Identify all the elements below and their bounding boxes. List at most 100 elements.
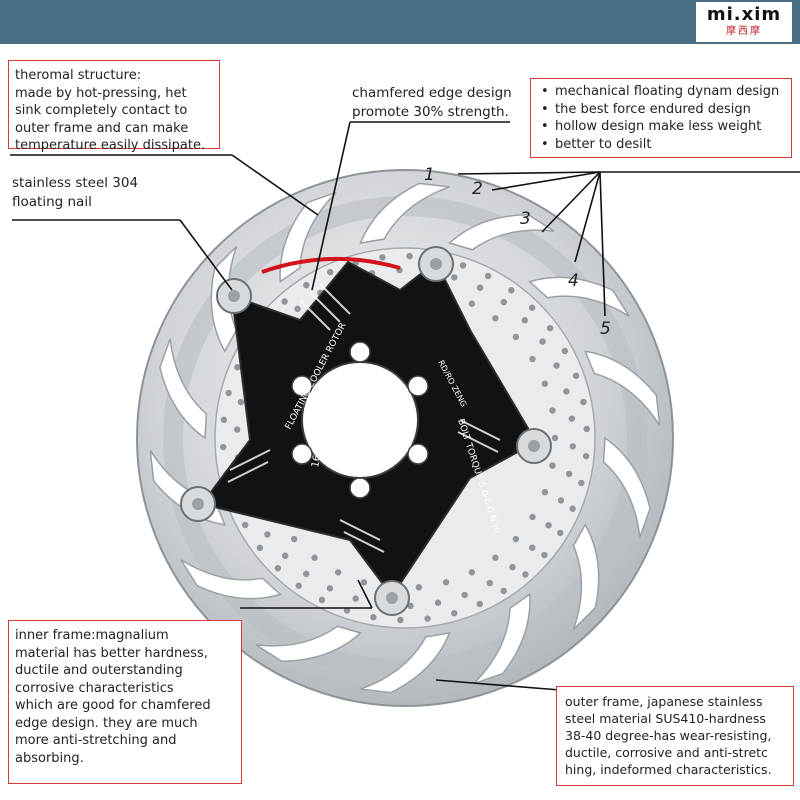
- floating-rivets: [180, 246, 552, 616]
- cooling-hole: [541, 380, 549, 388]
- cooling-hole: [512, 333, 520, 341]
- cooling-hole: [407, 602, 414, 610]
- number-label-1: 1: [424, 165, 435, 185]
- cooling-hole: [281, 552, 289, 559]
- cooling-hole: [545, 522, 552, 529]
- callout-line: promote 30% strength.: [352, 104, 509, 120]
- cooling-hole: [557, 497, 565, 504]
- chamfer-edge: [261, 256, 401, 274]
- callout-line: theromal structure:: [15, 68, 142, 83]
- cooling-hole: [500, 298, 508, 306]
- thermal-structure-callout: theromal structure: made by hot-pressing…: [8, 60, 220, 153]
- cooling-hole: [468, 569, 476, 576]
- cooling-hole: [522, 571, 529, 578]
- cooling-hole: [539, 338, 546, 345]
- callout-line: chamfered edge design: [352, 85, 512, 101]
- wave-slot: [583, 350, 661, 426]
- cooling-hole: [241, 521, 249, 529]
- cooling-hole: [580, 398, 587, 406]
- cooling-hole: [551, 434, 559, 442]
- leader-lines: [10, 121, 800, 691]
- cooling-hole: [424, 615, 431, 622]
- cooling-hole: [302, 570, 310, 578]
- callout-line: stainless steel 304: [12, 175, 139, 191]
- cooling-hole: [492, 315, 499, 322]
- number-label-4: 4: [568, 271, 579, 291]
- cooling-hole: [343, 607, 351, 614]
- cooling-hole: [220, 443, 227, 451]
- cooling-hole: [549, 407, 556, 414]
- inner-frame-callout: inner frame:magnalium material has bette…: [8, 620, 242, 784]
- callout-line: 38-40 degree-has wear-resisting,: [565, 728, 772, 743]
- cooling-hole: [583, 425, 590, 433]
- cooling-hole: [582, 452, 590, 460]
- cooling-hole: [529, 544, 536, 551]
- callout-line: sink completely contact to: [15, 103, 188, 118]
- cooling-hole: [500, 587, 507, 595]
- cooling-hole: [264, 531, 271, 538]
- cooling-hole: [568, 415, 576, 422]
- cooling-hole: [563, 388, 570, 395]
- callout-line: temperature easily dissipate.: [15, 138, 206, 153]
- cooling-hole: [237, 398, 245, 406]
- cooling-hole: [295, 582, 302, 589]
- cooling-hole: [521, 317, 529, 324]
- wave-slot: [360, 632, 451, 694]
- cooling-hole: [553, 362, 560, 369]
- callout-line: ductile and outerstanding: [15, 663, 183, 678]
- cooling-hole: [541, 488, 549, 496]
- callout-line: more anti-stretching and: [15, 733, 177, 748]
- wave-slot: [255, 625, 362, 662]
- callout-line: which are good for chamfered: [15, 698, 211, 713]
- callout-line: corrosive characteristics: [15, 680, 174, 696]
- cooling-hole: [415, 584, 423, 591]
- callout-line: outer frame, japanese stainless: [565, 694, 763, 709]
- cooling-hole: [557, 529, 564, 537]
- callout-line: material has better hardness,: [15, 645, 208, 661]
- cooling-hole: [569, 505, 576, 512]
- cooling-hole: [434, 599, 442, 606]
- cooling-hole: [234, 364, 241, 371]
- logo-subtext: 摩西摩: [726, 26, 762, 37]
- cooling-hole: [578, 479, 585, 487]
- outer-frame-callout: outer frame, japanese stainless steel ma…: [556, 686, 794, 786]
- cooling-hole: [508, 287, 515, 294]
- cooling-hole: [334, 569, 342, 576]
- cooling-hole: [274, 565, 282, 572]
- callout-bullet: hollow design make less weight: [539, 118, 783, 136]
- floating-nail-callout: stainless steel 304 floating nail: [12, 174, 138, 212]
- cooling-hole: [546, 324, 554, 332]
- cooling-hole: [352, 595, 359, 602]
- cooling-hole: [318, 596, 326, 604]
- wave-slot: [448, 214, 555, 251]
- outer-slots: [149, 182, 661, 694]
- cooling-hole: [461, 591, 468, 599]
- cooling-hole: [529, 513, 536, 521]
- callout-bullet: mechanical floating dynam design: [539, 83, 783, 101]
- callout-line: steel material SUS410-hardness: [565, 711, 766, 726]
- callout-bullet: better to desilt: [539, 136, 783, 154]
- cooling-hole: [256, 544, 264, 552]
- cooling-hole: [281, 298, 288, 305]
- cooling-hole: [509, 563, 516, 571]
- cooling-hole: [220, 416, 228, 424]
- callout-line: outer frame and can make: [15, 120, 189, 136]
- cooling-hole: [397, 616, 404, 624]
- callout-line: ductile, corrosive and anti-stretc: [565, 745, 768, 760]
- wave-slot: [572, 523, 600, 630]
- chamfer-callout: chamfered edge design promote 30% streng…: [352, 84, 512, 122]
- callout-line: floating nail: [12, 194, 92, 210]
- cooling-hole: [486, 579, 493, 587]
- callout-line: absorbing.: [15, 750, 84, 766]
- cooling-hole: [572, 372, 580, 379]
- cooling-hole: [360, 579, 368, 586]
- number-label-5: 5: [600, 319, 611, 339]
- wave-slot: [602, 436, 651, 538]
- cooling-hole: [326, 268, 334, 276]
- cooling-hole: [370, 614, 377, 621]
- cooling-hole: [451, 610, 458, 617]
- cooling-hole: [234, 426, 241, 433]
- rivet-centers: [192, 258, 540, 604]
- callout-line: hing, indeformed characteristics.: [565, 762, 772, 777]
